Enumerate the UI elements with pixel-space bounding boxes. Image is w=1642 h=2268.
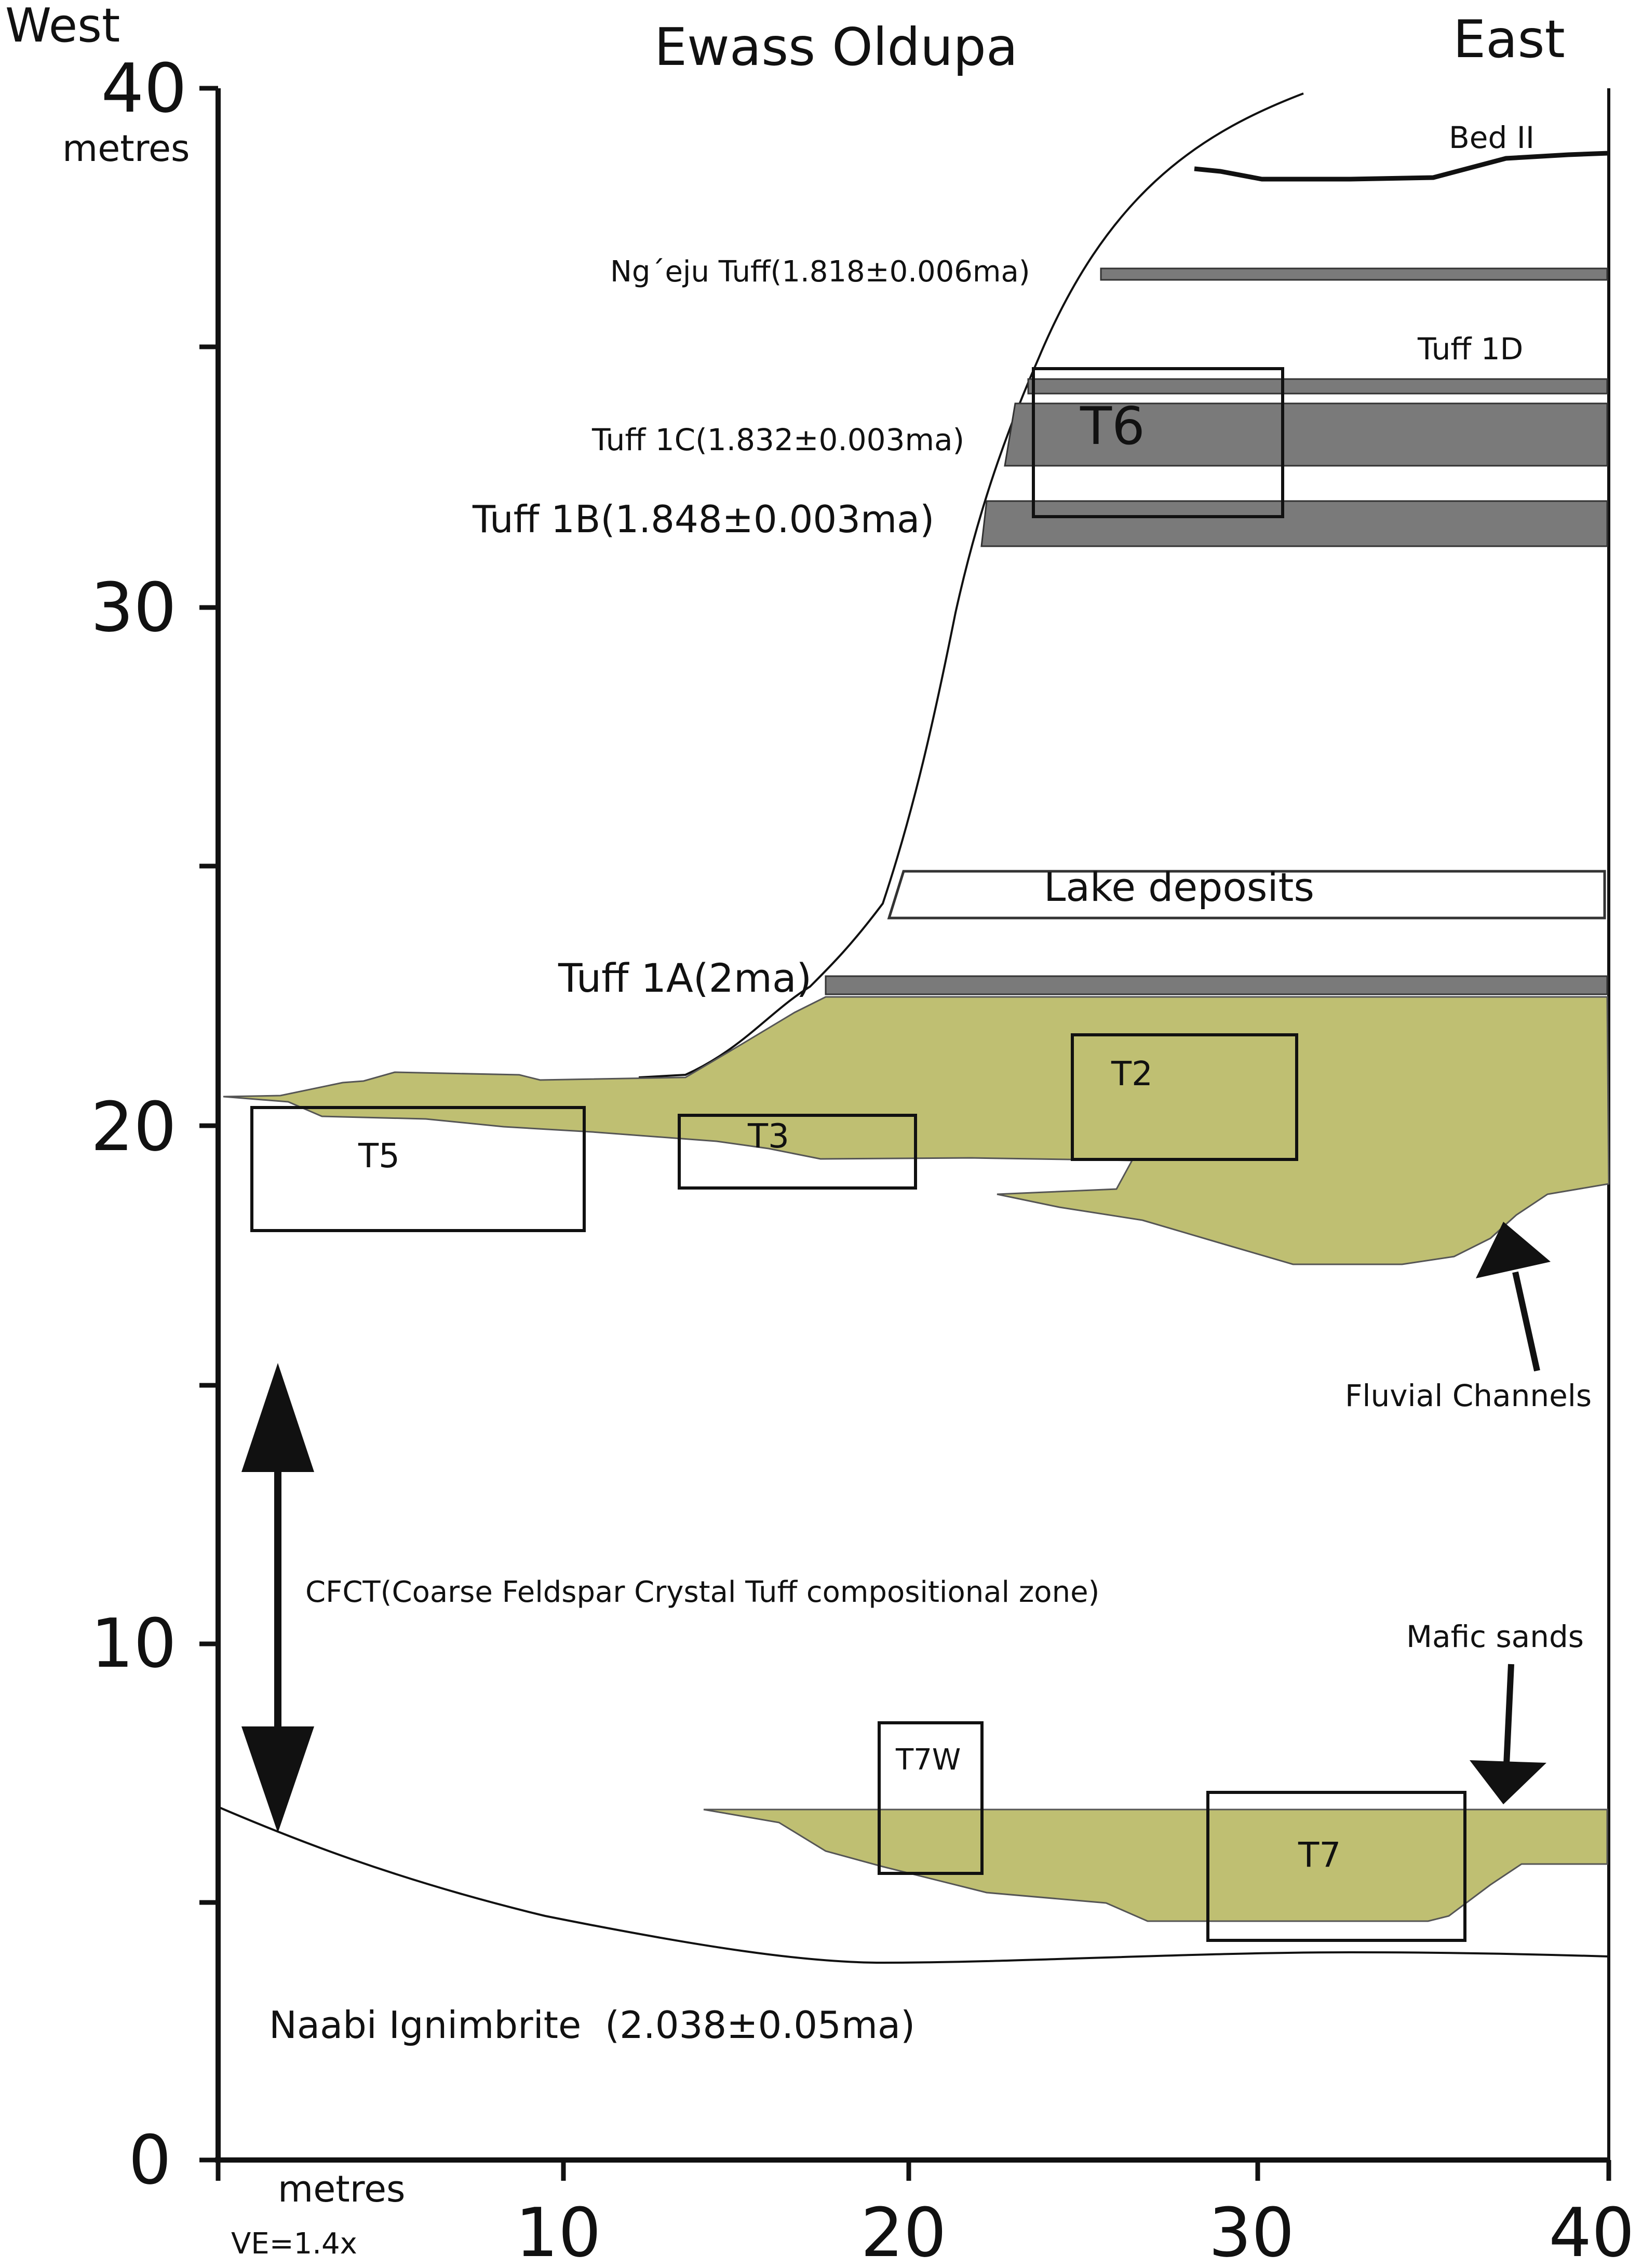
trench-t7w-label: T7W <box>895 1743 961 1777</box>
trench-t5-label: T5 <box>358 1137 400 1176</box>
trench-t3-label: T3 <box>747 1117 789 1156</box>
y-unit-label: metres <box>62 127 190 170</box>
lower-profile-line <box>218 1806 1609 1964</box>
trench-t3 <box>678 1114 917 1190</box>
trench-t7w <box>878 1721 984 1875</box>
trench-t6 <box>1032 367 1284 518</box>
mafic-sands-label: Mafic sands <box>1406 1619 1584 1654</box>
tuff-1b-label: Tuff 1B(1.848±0.003ma) <box>472 497 934 541</box>
lake-deposits-layer <box>887 870 1606 920</box>
tuff-1a-label: Tuff 1A(2ma) <box>558 955 812 1001</box>
mafic-sands-arrow <box>1470 1664 1546 1804</box>
tuff-1d-layer <box>1027 378 1608 395</box>
x-unit-label: metres <box>278 2168 405 2210</box>
trench-t5 <box>250 1106 586 1232</box>
trench-t2 <box>1071 1033 1298 1161</box>
x-tick-label: 20 <box>860 2193 946 2265</box>
fluvial-channels-arrow <box>1476 1222 1551 1372</box>
diagram-title: Ewass Oldupa <box>654 17 1018 77</box>
y-axis-ticks <box>199 86 218 2163</box>
x-tick-label: 30 <box>1208 2193 1294 2265</box>
x-tick-label: 40 <box>1549 2193 1634 2265</box>
tuff-1b-layer <box>980 500 1608 547</box>
cfct-label: CFCT(Coarse Feldspar Crystal Tuff compos… <box>305 1575 1099 1609</box>
trench-t6-label: T6 <box>1080 396 1145 456</box>
bed-ii-line <box>1194 151 1609 182</box>
ngeju-tuff-label: Ng´eju Tuff(1.818±0.006ma) <box>610 255 1030 289</box>
tuff-1c-label: Tuff 1C(1.832±0.003ma) <box>591 422 964 457</box>
lake-deposits-label: Lake deposits <box>1044 864 1314 910</box>
x-tick-label: 10 <box>515 2193 601 2265</box>
y-tick-label: 30 <box>91 568 177 647</box>
ve-label: VE=1.4x <box>231 2227 357 2261</box>
y-tick-label: 10 <box>91 1604 177 1683</box>
trench-t2-label: T2 <box>1111 1055 1153 1094</box>
ngeju-tuff-layer <box>1100 267 1608 281</box>
y-tick-label: 0 <box>128 2121 171 2199</box>
trench-t7-label: T7 <box>1298 1835 1341 1875</box>
naabi-ignimbrite-label: Naabi Ignimbrite (2.038±0.05ma) <box>269 2003 915 2047</box>
tuff-1a-layer <box>825 975 1608 995</box>
tuff-1c-layer <box>1004 402 1608 467</box>
west-label: West <box>5 0 120 53</box>
bed-ii-label: Bed II <box>1449 120 1535 155</box>
east-label: East <box>1453 9 1565 70</box>
x-axis-ticks <box>216 2160 1611 2181</box>
trench-t7 <box>1206 1791 1466 1942</box>
upper-profile-line <box>638 92 1304 1078</box>
fluvial-channels-label: Fluvial Channels <box>1345 1378 1592 1413</box>
sediment-body-lower <box>703 1808 1608 1922</box>
y-tick-label: 40 <box>101 49 187 128</box>
y-tick-label: 20 <box>91 1087 177 1166</box>
cfct-double-arrow <box>241 1363 314 1833</box>
tuff-1d-label: Tuff 1D <box>1417 331 1523 367</box>
